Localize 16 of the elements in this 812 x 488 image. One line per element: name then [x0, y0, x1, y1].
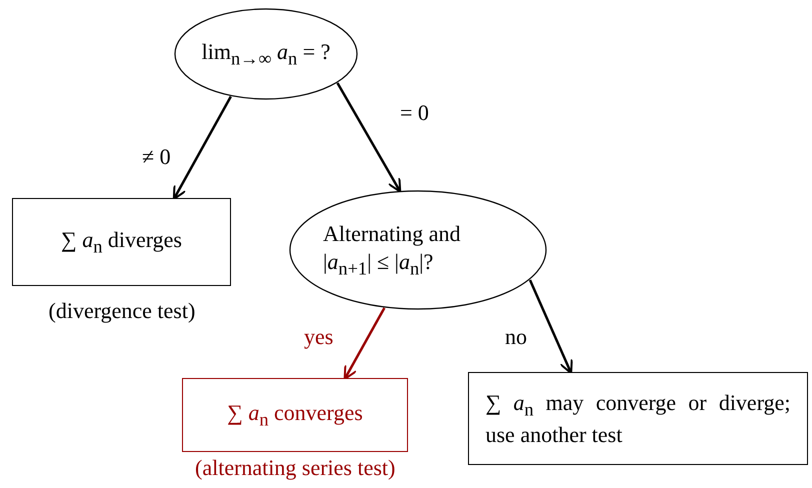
test-caption: (divergence test) — [48, 298, 196, 324]
result-box — [468, 372, 808, 465]
node-text: ∑ a$_{n}$ may converge or diverge; use another test — [486, 388, 790, 448]
result-box — [182, 378, 408, 452]
arrow — [344, 307, 386, 380]
decision-ellipse — [289, 190, 547, 310]
decision-ellipse — [174, 8, 358, 100]
node-text: Alternating and |a$_{n+1}$| ≤ |a$_{n}$|? — [323, 220, 462, 280]
arrow — [336, 82, 402, 193]
node-text: ∑ a$_{n}$ converges — [226, 398, 364, 432]
result-box — [12, 198, 231, 286]
arrow — [528, 280, 573, 374]
test-caption: (alternating series test) — [195, 455, 396, 481]
node-text: lim$_{n→∞}$ a$_{n}$ = ? — [200, 38, 332, 70]
arrow — [172, 96, 232, 200]
node-text: ∑ a$_{n}$ diverges — [60, 226, 183, 258]
